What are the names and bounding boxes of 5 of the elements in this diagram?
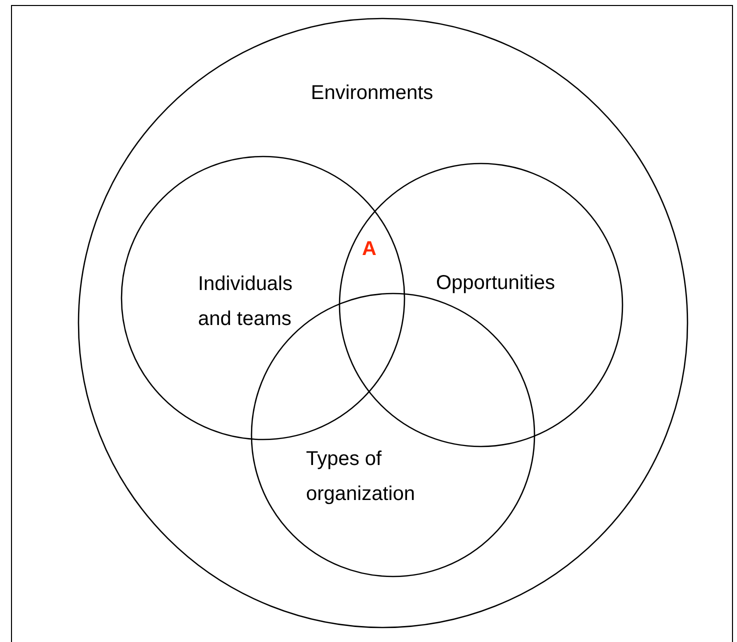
circle-label: Types of organization: [306, 447, 416, 507]
overlap-marker: A: [362, 237, 376, 262]
circle-label: Individuals and teams: [198, 272, 294, 332]
circle-label: Opportunities: [436, 271, 556, 296]
circle-label: Environments: [310, 81, 434, 106]
